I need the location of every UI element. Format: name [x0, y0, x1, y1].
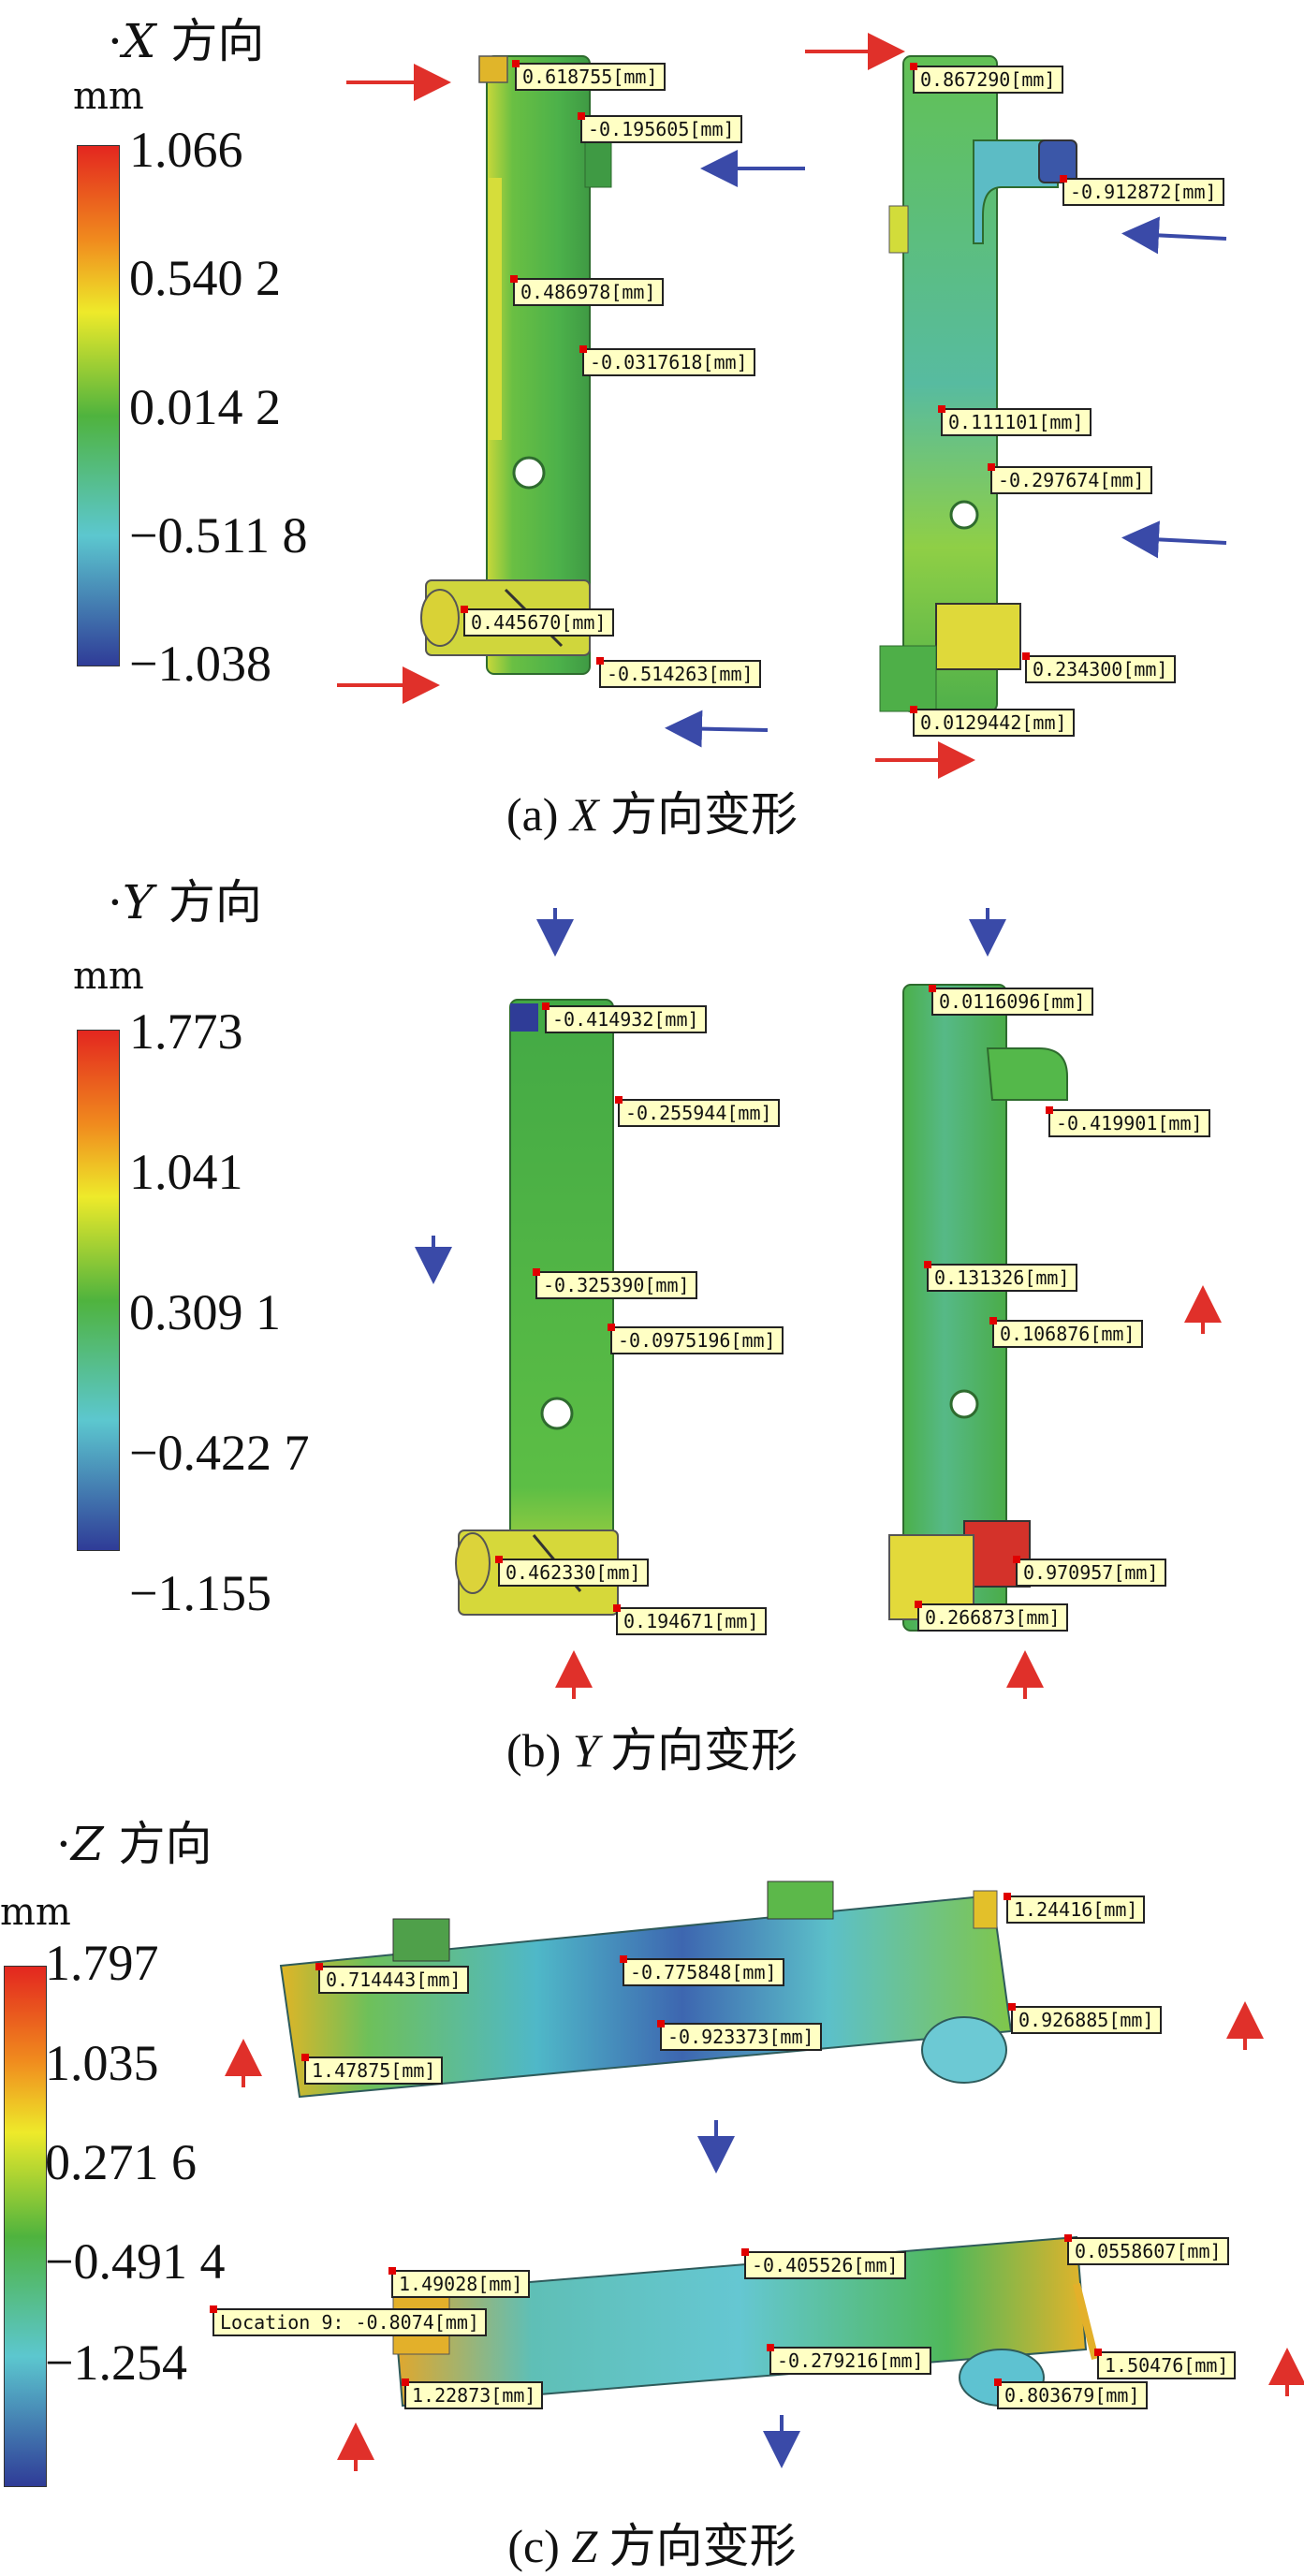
measurement-label: 1.24416[mm] — [1003, 1893, 1146, 1924]
measurement-label: Location 9: -0.8074[mm] — [210, 2305, 487, 2336]
measurement-label: -0.912872[mm] — [1060, 175, 1224, 206]
caption-axis: X — [569, 788, 599, 841]
caption-text: 方向变形 — [598, 1724, 799, 1777]
caption-prefix: (b) — [505, 1724, 573, 1777]
colorbar-tick: 0.540 2 — [129, 250, 281, 306]
colorbar-tick: 1.035 — [45, 2035, 159, 2091]
measurement-label: 0.867290[mm] — [910, 63, 1063, 94]
colorbar-tick: −1.155 — [129, 1565, 271, 1621]
measurement-label: -0.297674[mm] — [988, 463, 1152, 494]
colorbar-unit: mm — [0, 1891, 71, 1934]
y-arrows — [415, 908, 1222, 1699]
measurement-label: 0.486978[mm] — [510, 275, 664, 306]
measurement-label: -0.405526[mm] — [741, 2248, 906, 2279]
colorbar-tick: −1.254 — [45, 2334, 187, 2391]
measurement-label: 0.445670[mm] — [461, 606, 614, 637]
colorbar — [4, 1966, 47, 2487]
title-text: 方向 — [103, 1817, 212, 1871]
measurement-label: 1.47875[mm] — [300, 2054, 444, 2085]
measurement-label: 0.714443[mm] — [315, 1963, 469, 1994]
title-text: 方向 — [155, 14, 265, 68]
panel-y-caption: (b) Y 方向变形 — [0, 1713, 1304, 1780]
colorbar-tick: 1.041 — [129, 1144, 243, 1200]
colorbar-unit: mm — [73, 955, 144, 998]
colorbar-tick: 0.271 6 — [45, 2134, 197, 2190]
measurement-label: 0.111101[mm] — [938, 405, 1092, 436]
colorbar-tick: 1.773 — [129, 1003, 243, 1060]
measurement-label: 0.131326[mm] — [924, 1261, 1077, 1292]
z-arrows — [225, 2001, 1304, 2471]
measurement-label: -0.279216[mm] — [767, 2344, 931, 2375]
measurement-label: -0.514263[mm] — [596, 657, 761, 688]
measurement-label: 1.50476[mm] — [1093, 2349, 1237, 2379]
measurement-label: 0.266873[mm] — [915, 1601, 1068, 1632]
measurement-label: 0.462330[mm] — [495, 1556, 649, 1587]
measurement-label: 0.618755[mm] — [512, 60, 666, 91]
panel-z-title: ·Z 方向 — [56, 1807, 212, 1874]
title-axis: X — [122, 14, 156, 68]
colorbar-tick: 1.797 — [45, 1935, 159, 1991]
measurement-label: 1.22873[mm] — [401, 2378, 544, 2409]
colorbar-unit: mm — [73, 75, 144, 118]
panel-z-caption: (c) Z 方向变形 — [0, 2509, 1304, 2576]
y-right-part — [888, 984, 1068, 1632]
colorbar — [77, 1030, 120, 1551]
caption-prefix: (c) — [507, 2520, 572, 2572]
panel-x-title: ·X 方向 — [108, 4, 264, 71]
colorbar — [77, 145, 120, 666]
measurement-label: -0.255944[mm] — [615, 1096, 780, 1127]
colorbar-tick: 0.309 1 — [129, 1284, 281, 1340]
caption-text: 方向变形 — [597, 2520, 797, 2572]
title-prefix: · — [108, 875, 123, 929]
measurement-label: 0.0558607[mm] — [1064, 2234, 1229, 2265]
title-prefix: · — [108, 14, 123, 68]
measurement-label: 0.926885[mm] — [1008, 2003, 1162, 2034]
caption-prefix: (a) — [505, 788, 570, 841]
measurement-label: -0.923373[mm] — [657, 2020, 822, 2051]
colorbar-tick: 1.066 — [129, 122, 243, 178]
measurement-label: -0.775848[mm] — [620, 1955, 784, 1986]
panel-x-caption: (a) X 方向变形 — [0, 777, 1304, 844]
measurement-label: -0.0975196[mm] — [608, 1324, 784, 1354]
measurement-label: 0.234300[mm] — [1022, 652, 1176, 683]
title-axis: Y — [122, 875, 154, 929]
y-left-part — [455, 999, 619, 1616]
colorbar-tick: −1.038 — [129, 636, 271, 692]
panel-y-title: ·Y 方向 — [108, 865, 262, 932]
panel-x-deformation: ·X 方向 mm 1.066 0.540 2 0.014 2 −0.511 8 … — [0, 0, 1304, 842]
colorbar-tick: −0.422 7 — [129, 1425, 310, 1481]
measurement-label: 1.49028[mm] — [388, 2267, 531, 2298]
measurement-label: 0.106876[mm] — [989, 1317, 1143, 1348]
x-right-part — [879, 55, 1077, 712]
caption-axis: Y — [572, 1724, 599, 1777]
measurement-label: -0.195605[mm] — [578, 112, 742, 143]
x-arrows — [337, 33, 1227, 779]
panel-z-deformation: ·Z 方向 mm 1.797 1.035 0.271 6 −0.491 4 −1… — [0, 1797, 1304, 2574]
title-prefix: · — [56, 1817, 71, 1871]
title-axis: Z — [70, 1817, 104, 1871]
caption-axis: Z — [571, 2520, 598, 2572]
measurement-label: -0.0317618[mm] — [579, 345, 755, 376]
measurement-label: -0.325390[mm] — [533, 1268, 697, 1299]
measurement-label: -0.414932[mm] — [542, 1003, 707, 1033]
colorbar-tick: 0.014 2 — [129, 379, 281, 435]
measurement-label: 0.194671[mm] — [613, 1604, 767, 1635]
colorbar-tick: −0.491 4 — [45, 2233, 226, 2290]
panel-y-deformation: ·Y 方向 mm 1.773 1.041 0.309 1 −0.422 7 −1… — [0, 861, 1304, 1788]
title-text: 方向 — [153, 875, 262, 929]
measurement-label: 0.0129442[mm] — [910, 706, 1075, 737]
measurement-label: 0.970957[mm] — [1013, 1556, 1166, 1587]
colorbar-tick: −0.511 8 — [129, 507, 308, 564]
measurement-label: -0.419901[mm] — [1046, 1106, 1210, 1137]
measurement-label: 0.0116096[mm] — [929, 985, 1093, 1016]
caption-text: 方向变形 — [598, 788, 799, 841]
measurement-label: 0.803679[mm] — [994, 2378, 1148, 2409]
